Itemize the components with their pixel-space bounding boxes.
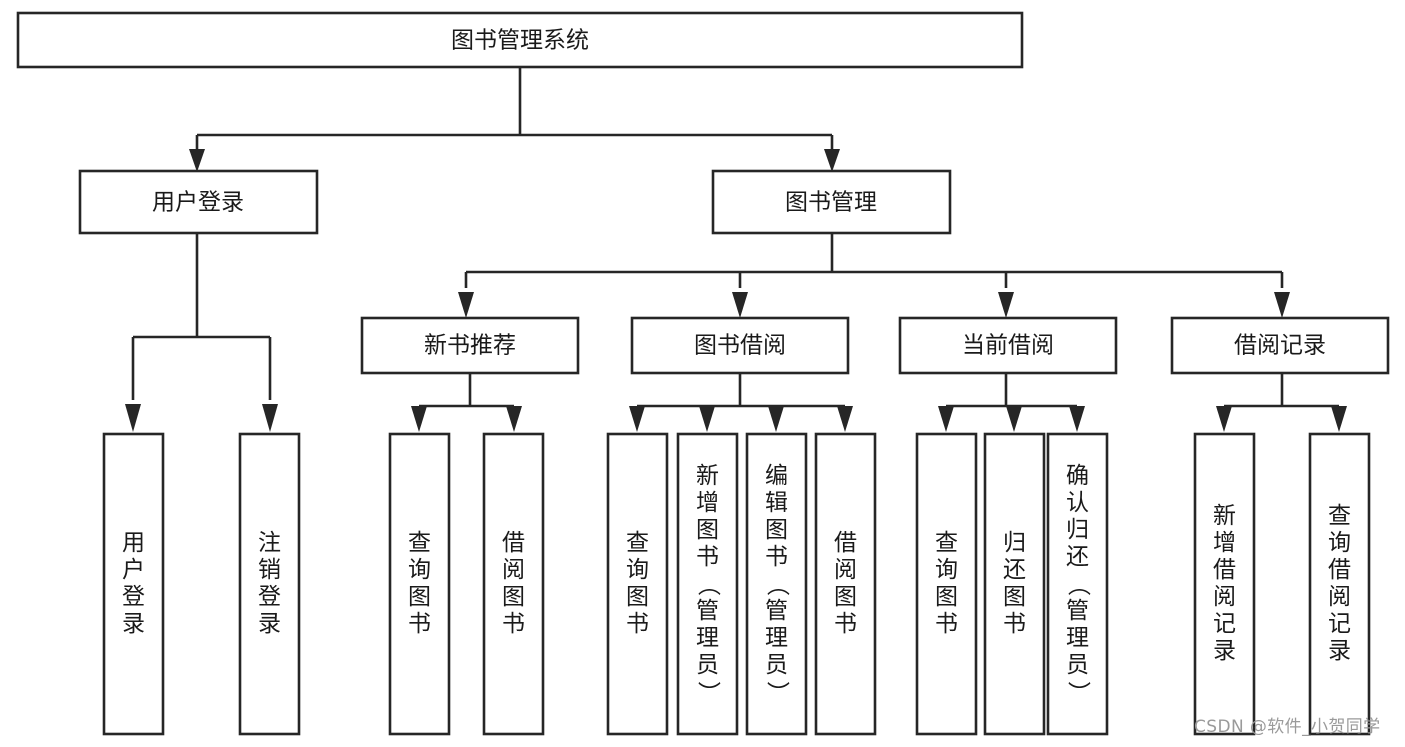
connector-userlogin-to-leaves <box>125 233 278 432</box>
leaf-box-book-borrow-0[interactable] <box>606 432 669 736</box>
connector-root-to-level2 <box>189 67 840 172</box>
node-borrow-record-label: 借阅记录 <box>1234 333 1326 359</box>
connector-borrowrecord-to-leaves <box>1216 373 1347 432</box>
node-book-borrow-label: 图书借阅 <box>694 333 786 359</box>
leaf-box-current-borrow-0[interactable] <box>915 432 978 736</box>
node-book-manage-label: 图书管理 <box>785 190 877 216</box>
leaf-box-book-borrow-3[interactable] <box>814 432 877 736</box>
node-new-book-box[interactable] <box>360 316 580 375</box>
leaf-box-new-book-1[interactable] <box>482 432 545 736</box>
leaf-box-book-borrow-1[interactable] <box>676 432 739 736</box>
node-user-login-label: 用户登录 <box>152 190 244 216</box>
leaf-box-new-book-0[interactable] <box>388 432 451 736</box>
leaf-box-current-borrow-1[interactable] <box>983 432 1046 736</box>
arrow-head-book-manage <box>824 149 840 172</box>
node-root-label: 图书管理系统 <box>451 28 589 54</box>
node-root-box[interactable] <box>16 11 1024 69</box>
leaf-box-book-borrow-2[interactable] <box>745 432 808 736</box>
leaf-box-borrow-record-0[interactable] <box>1193 432 1256 736</box>
leaf-box-user-login-1[interactable] <box>238 432 301 736</box>
node-current-borrow-label: 当前借阅 <box>962 333 1054 359</box>
leaf-box-user-login-0[interactable] <box>102 432 165 736</box>
node-book-manage-box[interactable] <box>711 169 952 235</box>
node-book-borrow-box[interactable] <box>630 316 850 375</box>
leaf-box-borrow-record-1[interactable] <box>1308 432 1371 736</box>
connector-currentborrow-to-leaves <box>938 373 1085 432</box>
node-new-book-label: 新书推荐 <box>424 333 516 359</box>
leaf-box-current-borrow-2[interactable] <box>1046 432 1109 736</box>
connector-bookmanage-to-level3 <box>458 233 1290 318</box>
node-user-login-box[interactable] <box>78 169 319 235</box>
node-current-borrow-box[interactable] <box>898 316 1118 375</box>
arrow-head-user-login <box>189 149 205 172</box>
watermark-text: CSDN @软件_小贺同学 <box>1194 717 1381 737</box>
connector-bookborrow-to-leaves <box>629 373 853 432</box>
node-borrow-record-box[interactable] <box>1170 316 1390 375</box>
connector-newbook-to-leaves <box>411 373 522 432</box>
